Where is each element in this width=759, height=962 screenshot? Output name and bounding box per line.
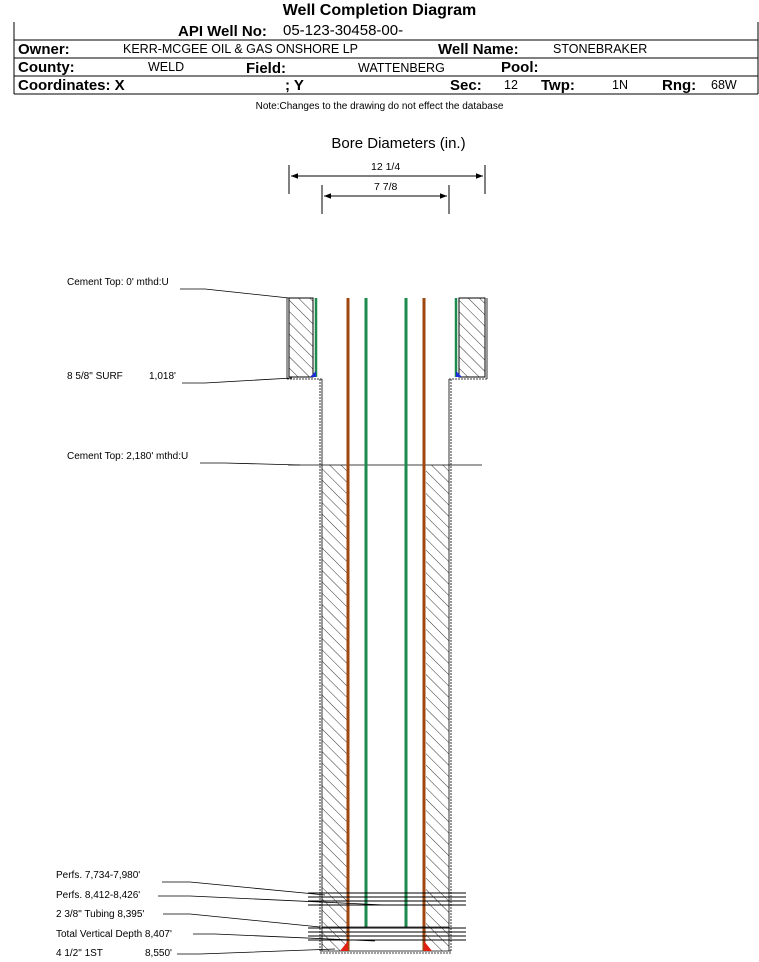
rng-value: 68W (711, 78, 737, 92)
well-name-label: Well Name: (438, 41, 519, 58)
outer-bore-diameter: 12 1/4 (371, 161, 401, 173)
production-casing (340, 298, 432, 951)
callout-perforations-upper: Perfs. 7,734-7,980' (56, 870, 141, 881)
drawing-note: Note:Changes to the drawing do not effec… (255, 101, 504, 112)
callout-total-vertical-depth: Total Vertical Depth 8,407' (56, 929, 172, 940)
perforations-upper (308, 892, 466, 906)
callout-surface-casing-size: 8 5/8" SURF (67, 371, 123, 382)
inner-bore-diameter: 7 7/8 (374, 181, 398, 193)
callout-production-casing-size: 4 1/2" 1ST (56, 948, 103, 959)
owner-label: Owner: (18, 41, 70, 58)
callout-perforations-lower: Perfs. 8,412-8,426' (56, 890, 141, 901)
rng-label: Rng: (662, 77, 697, 94)
sec-label: Sec: (450, 77, 482, 94)
api-well-label: API Well No: (178, 23, 267, 40)
callout-tubing: 2 3/8" Tubing 8,395' (56, 909, 145, 920)
field-value: WATTENBERG (358, 61, 445, 75)
coordinates-label: Coordinates: X (18, 77, 125, 94)
bore-diameters-title: Bore Diameters (in.) (331, 135, 466, 152)
county-value: WELD (148, 60, 185, 74)
callout-cement-top-production: Cement Top: 2,180' mthd:U (67, 451, 189, 462)
perforations-lower (308, 927, 466, 941)
callout-cement-top-surface: Cement Top: 0' mthd:U (67, 277, 169, 288)
coordinates-y-label: ; Y (285, 77, 304, 94)
pool-label: Pool: (501, 59, 539, 76)
county-label: County: (18, 59, 75, 76)
callout-production-casing-depth: 8,550' (145, 948, 172, 959)
surface-casing (310, 298, 462, 377)
callout-surface-casing-depth: 1,018' (149, 371, 176, 382)
surface-cement (288, 297, 486, 378)
twp-label: Twp: (541, 77, 575, 94)
inner-dimension-line (321, 185, 450, 214)
outer-dimension-line (288, 165, 486, 194)
owner-value: KERR-MCGEE OIL & GAS ONSHORE LP (123, 42, 359, 56)
field-label: Field: (246, 60, 286, 77)
diagram-title: Well Completion Diagram (282, 2, 477, 19)
production-cement (288, 464, 482, 951)
well-name-value: STONEBRAKER (553, 42, 648, 56)
leader-lines (158, 288, 386, 955)
api-well-value: 05-123-30458-00- (283, 22, 404, 39)
sec-value: 12 (504, 78, 518, 92)
tubing-string (364, 298, 408, 927)
surface-hole-outline (286, 298, 488, 380)
twp-value: 1N (612, 78, 628, 92)
